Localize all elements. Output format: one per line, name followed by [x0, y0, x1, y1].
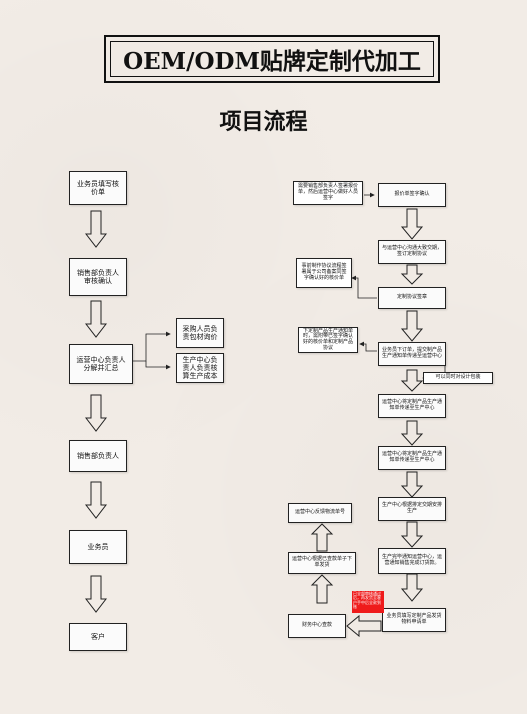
- node-sales-head-label: 销售部负责人: [77, 451, 119, 460]
- node-ops-summary[interactable]: 运营中心负责人分解并汇总: [69, 344, 133, 384]
- note-order-attachments-label: 下定制产品生产通知单时，需附带已签字确认好的核价单和定制产品协议: [303, 327, 354, 351]
- node-sales-review[interactable]: 销售部负责人审核确认: [69, 258, 127, 296]
- node-finance-check-label: 财务中心查款: [301, 622, 332, 629]
- node-place-order-label: 业务员下订单，提交制产品生产通知单传递至运营中心: [382, 347, 443, 359]
- node-purchase-quote-label: 采购人员负责包材询价: [182, 324, 218, 341]
- node-schedule-production-label: 生产中心根据排定交期安排生产: [382, 502, 443, 514]
- node-shipping-request[interactable]: 业务员填写定制产品发货物料申请单: [382, 608, 446, 632]
- note-design-package-label: 可以同时对设计包装: [435, 374, 481, 381]
- node-production-done[interactable]: 生产完毕通知运营中心，运营通知销售完成订货款。: [378, 548, 446, 574]
- node-ops-summary-label: 运营中心负责人分解并汇总: [76, 355, 126, 372]
- node-sales-review-label: 销售部负责人审核确认: [77, 268, 119, 285]
- node-quote-form-label: 业务员填写核价单: [77, 179, 119, 196]
- node-customer[interactable]: 客户: [69, 623, 127, 651]
- node-to-production-1-label: 运营中心将定制产品生产通知单传递至生产中心: [382, 399, 443, 411]
- note-agreement-archive-label: 事前制作协议流程签署属于公司备案同签字确认好的核价单: [301, 263, 347, 281]
- page-subtitle: 项目流程: [219, 109, 308, 135]
- node-delivery-agreement[interactable]: 与运营中心沟通大致交期，签订定制协议: [378, 240, 446, 264]
- red-payment-note: 已全部审核通过后，再发货至客户手中后全款到账: [352, 591, 384, 613]
- node-place-order[interactable]: 业务员下订单，提交制产品生产通知单传递至运营中心: [378, 342, 446, 366]
- node-shipping-request-label: 业务员填写定制产品发货物料申请单: [386, 613, 442, 625]
- node-ship-order-label: 运营中心根据已查款单子下单发货: [292, 556, 353, 568]
- node-production-done-label: 生产完毕通知运营中心，运营通知销售完成订货款。: [382, 554, 443, 566]
- node-quote-sign-label: 报价单签字确认: [394, 191, 430, 198]
- note-sign-requirement-label: 需要销售部负责人签署报价单，然后运营中心做好人员签字: [298, 183, 359, 201]
- page-title-text: OEM/ODM贴牌定制代加工: [123, 48, 421, 75]
- red-payment-note-label: 已全部审核通过后，再发货至客户手中后全款到账: [353, 591, 381, 610]
- node-salesperson-label: 业务员: [87, 542, 109, 551]
- note-agreement-archive: 事前制作协议流程签署属于公司备案同签字确认好的核价单: [296, 258, 352, 288]
- node-tracking-number[interactable]: 运营中心反馈物流单号: [288, 503, 352, 523]
- node-agreement-seal[interactable]: 定制协议签章: [378, 287, 446, 309]
- node-finance-check[interactable]: 财务中心查款: [288, 614, 346, 638]
- node-purchase-quote[interactable]: 采购人员负责包材询价: [176, 318, 224, 348]
- note-sign-requirement: 需要销售部负责人签署报价单，然后运营中心做好人员签字: [293, 181, 363, 205]
- node-to-production-2-label: 运营中心将定制产品生产通知单传递至生产中心: [382, 451, 443, 463]
- page-title: OEM/ODM贴牌定制代加工: [104, 35, 440, 83]
- node-schedule-production[interactable]: 生产中心根据排定交期安排生产: [378, 497, 446, 521]
- node-production-cost-label: 生产中心负责人负责核算生产成本: [182, 355, 218, 381]
- node-delivery-agreement-label: 与运营中心沟通大致交期，签订定制协议: [382, 245, 443, 257]
- node-to-production-2[interactable]: 运营中心将定制产品生产通知单传递至生产中心: [378, 446, 446, 470]
- node-to-production-1[interactable]: 运营中心将定制产品生产通知单传递至生产中心: [378, 394, 446, 418]
- node-sales-head[interactable]: 销售部负责人: [69, 440, 127, 472]
- node-quote-form[interactable]: 业务员填写核价单: [69, 171, 127, 205]
- node-customer-label: 客户: [91, 632, 105, 641]
- left-hollow-arrows: [84, 208, 424, 638]
- node-production-cost[interactable]: 生产中心负责人负责核算生产成本: [176, 353, 224, 383]
- node-tracking-number-label: 运营中心反馈物流单号: [294, 509, 345, 516]
- node-ship-order[interactable]: 运营中心根据已查款单子下单发货: [288, 552, 356, 574]
- node-salesperson[interactable]: 业务员: [69, 530, 127, 564]
- note-design-package: 可以同时对设计包装: [423, 372, 493, 384]
- note-order-attachments: 下定制产品生产通知单时，需附带已签字确认好的核价单和定制产品协议: [298, 327, 358, 353]
- node-agreement-seal-label: 定制协议签章: [396, 294, 427, 301]
- node-quote-sign[interactable]: 报价单签字确认: [378, 183, 446, 207]
